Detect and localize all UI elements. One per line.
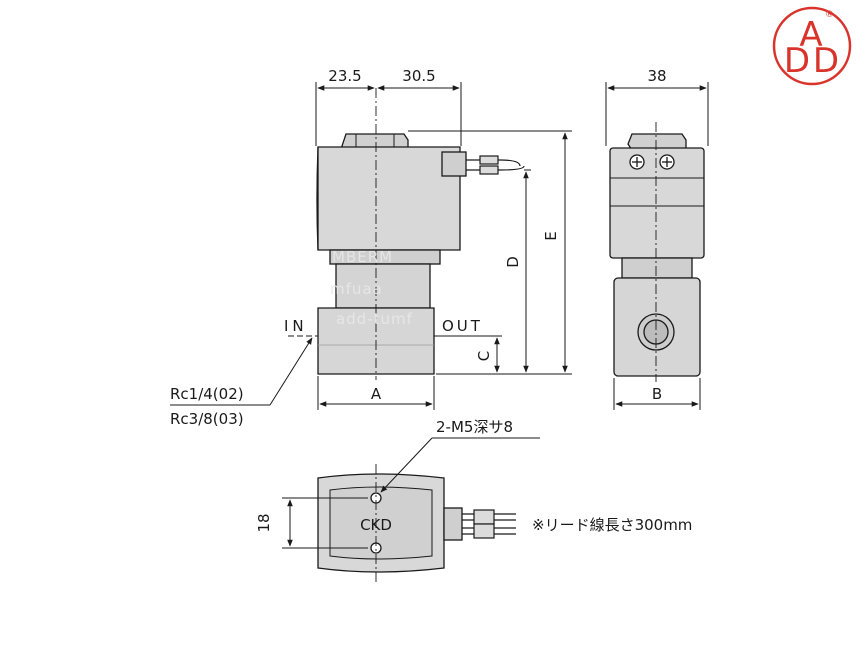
watermark-line-3: add-tumf — [336, 310, 413, 328]
logo-letter-a: A — [799, 15, 822, 55]
front-coil-tab — [441, 151, 467, 177]
dim-38: 38 — [647, 67, 666, 85]
side-dim-38 — [605, 82, 709, 146]
dim-e-label: E — [542, 231, 560, 240]
add-logo: A D D ® — [772, 6, 852, 86]
dim-30-5: 30.5 — [402, 67, 435, 85]
watermark-line-1: MBERM — [332, 248, 393, 266]
side-neck — [621, 257, 693, 279]
port-in-label: IN — [284, 317, 308, 335]
thread-spec-02: Rc1/4(02) — [170, 385, 244, 403]
front-tube — [335, 263, 431, 309]
side-coil-body — [609, 147, 705, 259]
bottom-dim-18 — [282, 497, 368, 549]
port-out-label: OUT — [442, 317, 483, 335]
dim-e-lines — [408, 130, 572, 375]
logo-registered-mark: ® — [825, 10, 834, 20]
dim-d-label: D — [504, 256, 522, 268]
bottom-lead-wires — [462, 509, 516, 539]
lead-length-note: ※リード線長さ300mm — [532, 516, 692, 534]
mount-hole-leader — [380, 437, 540, 493]
front-top-dimensions — [315, 82, 462, 146]
side-view — [609, 133, 705, 377]
front-lead-wires — [466, 155, 525, 175]
dim-d-lines — [523, 169, 531, 373]
bottom-brand-mark: CKD — [360, 516, 392, 534]
watermark: MBERM mfuaa add-tumf — [330, 248, 413, 328]
logo-letter-d2: D — [813, 41, 839, 81]
logo-letter-d1: D — [784, 41, 810, 81]
front-coil-body — [317, 146, 461, 251]
dim-a-lines — [317, 376, 435, 410]
side-dim-b — [613, 378, 701, 410]
mount-hole-note: 2-M5深サ8 — [436, 418, 513, 436]
bottom-wire-tab — [443, 507, 463, 541]
watermark-line-2: mfuaa — [330, 280, 383, 298]
thread-leader — [170, 337, 313, 406]
side-terminal-screws — [629, 154, 675, 170]
dim-c-label: C — [475, 351, 493, 361]
thread-spec-03: Rc3/8(03) — [170, 410, 244, 428]
dim-a-label: A — [371, 385, 382, 403]
dim-b-label: B — [652, 385, 662, 403]
dim-18: 18 — [255, 513, 273, 532]
dim-23-5: 23.5 — [328, 67, 361, 85]
